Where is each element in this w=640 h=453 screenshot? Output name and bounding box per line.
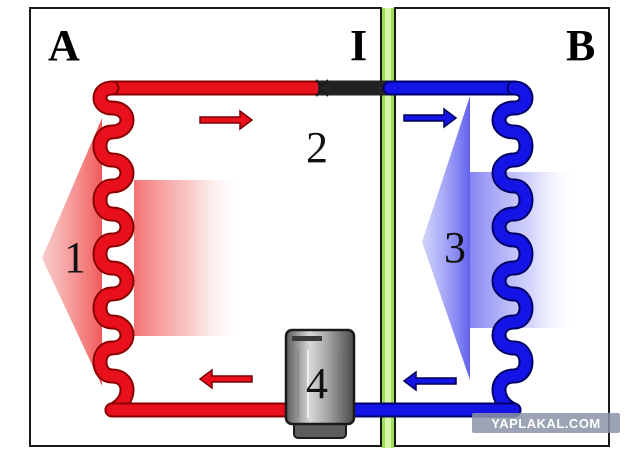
condenser-coil — [92, 80, 135, 418]
region-a-label: A — [48, 21, 80, 70]
heat-emission-band — [134, 180, 244, 336]
evaporator-label: 3 — [444, 223, 466, 272]
expansion-valve — [315, 79, 329, 97]
watermark: YAPLAKAL.COM — [472, 413, 620, 433]
compressor-label: 4 — [306, 359, 328, 408]
evaporator-coil — [491, 80, 534, 418]
boundary-bar-core — [385, 8, 391, 448]
heat-absorption-triangle — [422, 96, 470, 380]
heat-emission-triangle — [42, 118, 102, 386]
boundary-label: I — [350, 21, 367, 70]
compressor-icon — [284, 328, 356, 439]
flow-arrow-icon — [198, 368, 253, 390]
expansion-label: 2 — [306, 123, 328, 172]
region-b-label: B — [566, 21, 595, 70]
flow-arrow-icon — [403, 107, 458, 129]
region-a-frame — [29, 7, 382, 447]
flow-arrow-icon — [199, 109, 254, 131]
region-b-frame — [394, 7, 610, 447]
flow-arrow-icon — [402, 370, 457, 392]
condenser-label: 1 — [64, 233, 86, 282]
watermark-text: YAPLAKAL.COM — [491, 416, 601, 431]
